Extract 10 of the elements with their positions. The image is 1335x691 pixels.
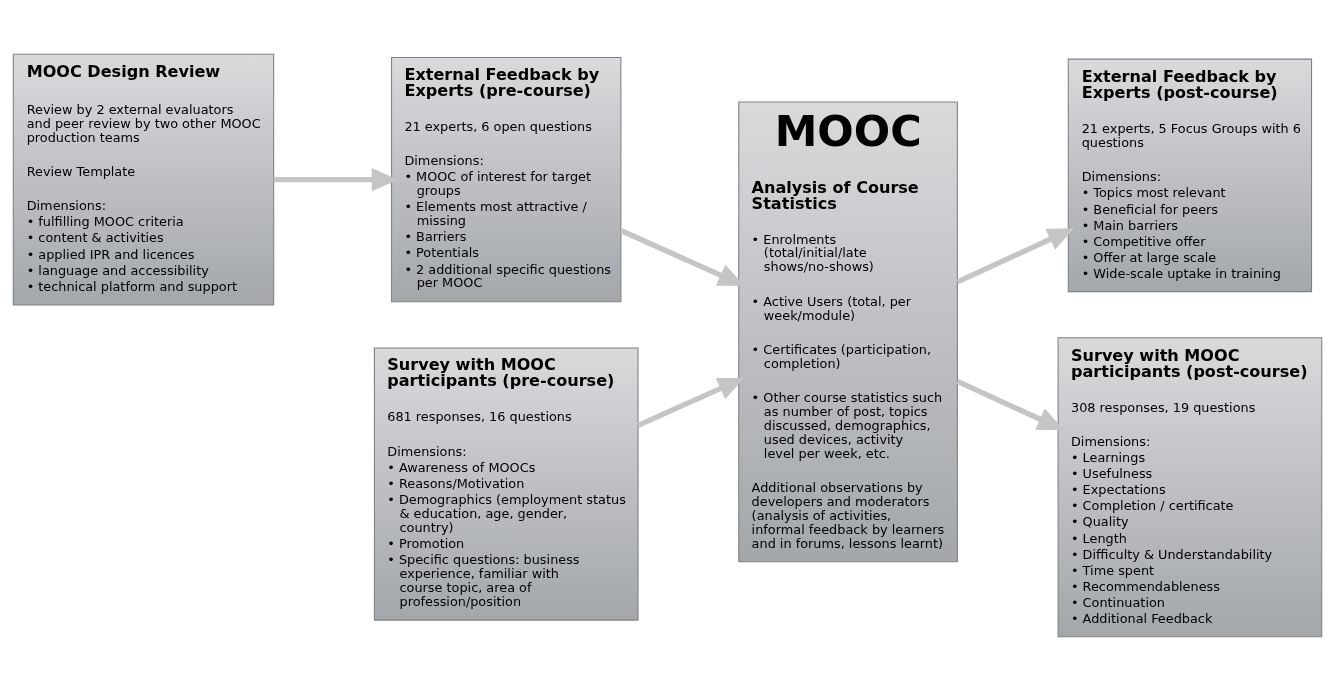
node-box: MOOC Design Review Review by 2 external evaluators and peer review by two other MOOC production teams Review Template Dimensions: • fulfilling MOOC criteria • content & activities • applied IPR and licences • language and accessibility • technical platform and support xyxy=(12,53,275,306)
arrow xyxy=(273,168,399,192)
arrow xyxy=(956,228,1075,285)
arrow xyxy=(956,379,1065,431)
node-box: External Feedback by Experts (pre-course) 21 experts, 6 open questions Dimensions: • MOOC of interest for target groups • Elements most attractive / missing • Barriers • Potentials • 2 additional specific questions per MOOC xyxy=(391,56,622,303)
node-box: Survey with MOOC participants (post-course) 308 responses, 19 questions Dimensions: • Learnings • Usefulness • Expectations • Completion / certificate • Quality • Length • Difficulty & Understandability • Time spent • Recommendableness • Continuation • Additional Feedback xyxy=(1057,337,1323,638)
node-box: Survey with MOOC participants (pre-course) 681 responses, 16 questions Dimensions: • Awareness of MOOCs • Reasons/Motivation • Demographics (employment status & education, age, gender, country) • Promotion • Specific questions: business experience, familiar with course topic, area of profession/position xyxy=(373,347,639,621)
node-box: MOOC Analysis of Course Statistics • Enrolments (total/initial/late shows/no-shows) • Active Users (total, per week/module) • Certificates (participation, completion) • Other course statistics such as number of post, topics discussed, demographics, used devices, activity level per week, etc. Additional observations by developers and moderators (analysis of activities, informal feedback by learners and in forums, lessons learnt) xyxy=(738,101,958,563)
arrow xyxy=(637,377,745,428)
node-box: External Feedback by Experts (post-course) 21 experts, 5 Focus Groups with 6 questions Dimensions: • Topics most relevant • Beneficial for peers • Main barriers • Competitive offer • Offer at large scale • Wide-scale uptake in training xyxy=(1067,58,1313,293)
